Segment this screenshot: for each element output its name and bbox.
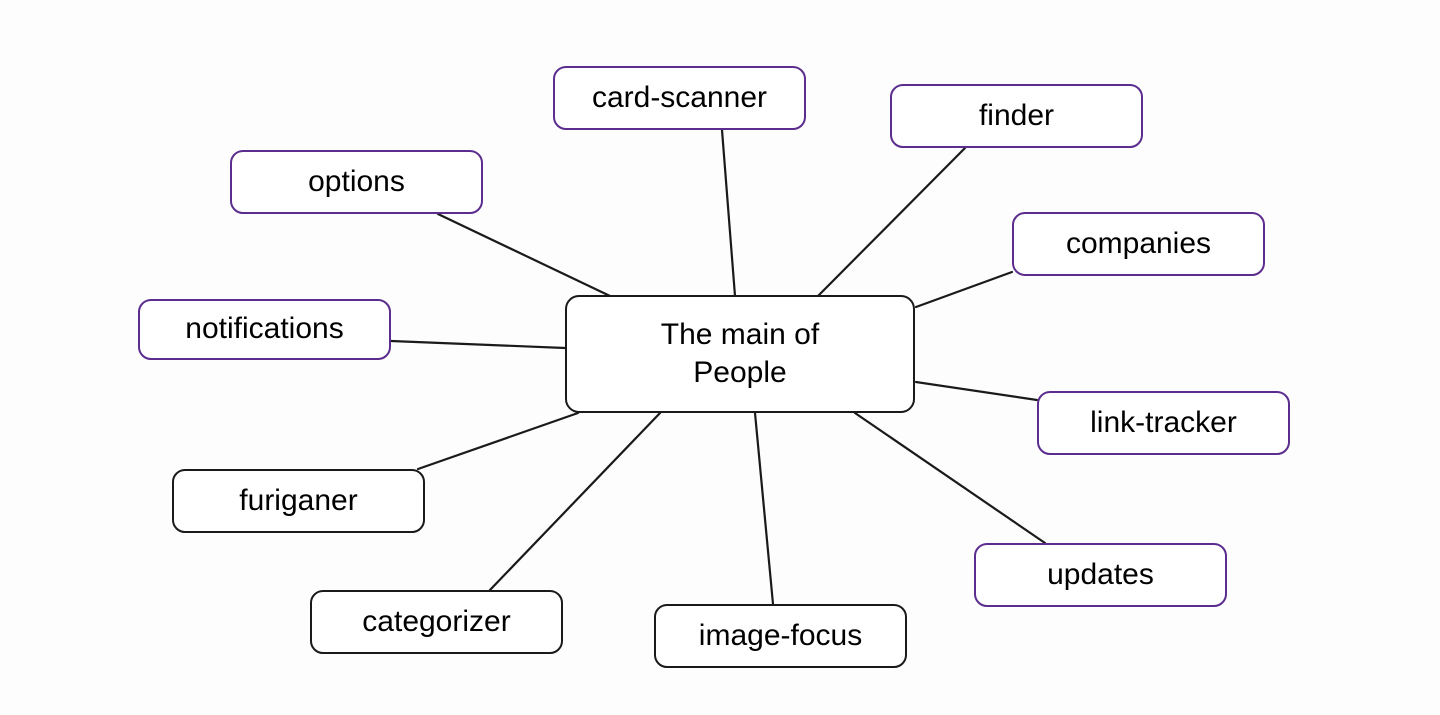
branch-node-label: categorizer [362, 604, 511, 638]
branch-node-categorizer[interactable]: categorizer [310, 590, 563, 654]
edge-image-focus [753, 411, 775, 606]
edge-categorizer [488, 411, 662, 592]
branch-node-options[interactable]: options [230, 150, 483, 214]
edge-card-scanner [720, 128, 737, 298]
branch-node-label: companies [1065, 226, 1212, 260]
branch-node-furiganer[interactable]: furiganer [172, 469, 425, 533]
edge-furiganer [416, 411, 580, 471]
branch-node-label: finder [978, 98, 1055, 132]
branch-node-label: options [308, 164, 405, 198]
branch-node-label: image-focus [698, 618, 863, 652]
branch-node-link-tracker[interactable]: link-tracker [1037, 391, 1290, 455]
edge-link-tracker [914, 380, 1039, 402]
branch-node-updates[interactable]: updates [974, 543, 1227, 607]
branch-node-card-scanner[interactable]: card-scanner [553, 66, 806, 130]
edge-updates [853, 411, 1047, 545]
central-node-label: The main of People [660, 317, 820, 389]
branch-node-image-focus[interactable]: image-focus [654, 604, 907, 668]
central-node[interactable]: The main of People [565, 295, 915, 413]
edge-options [436, 212, 612, 298]
branch-node-notifications[interactable]: notifications [138, 299, 391, 360]
branch-node-companies[interactable]: companies [1012, 212, 1265, 276]
edge-notifications [389, 339, 567, 350]
branch-node-label: card-scanner [591, 80, 768, 114]
branch-node-label: notifications [185, 312, 344, 346]
edge-finder [816, 146, 967, 298]
branch-node-label: furiganer [239, 483, 358, 517]
branch-node-finder[interactable]: finder [890, 84, 1143, 148]
branch-node-label: link-tracker [1090, 405, 1237, 439]
branch-node-label: updates [1047, 557, 1154, 591]
edge-companies [914, 270, 1014, 309]
